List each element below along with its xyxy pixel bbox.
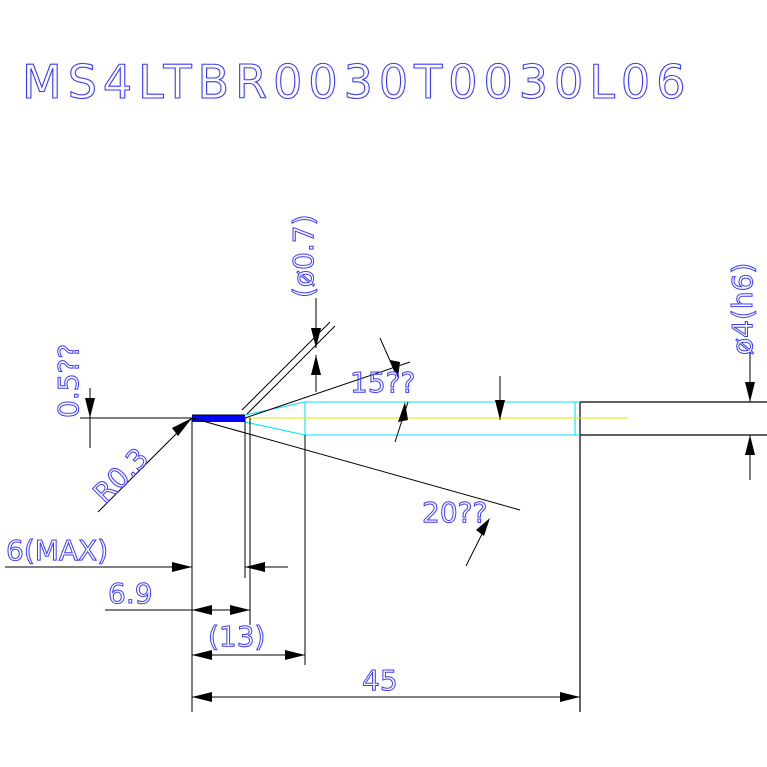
extension-lines	[80, 321, 521, 712]
dimension-radius: R0.3	[86, 417, 193, 513]
max-length-label: 6(MAX)	[6, 534, 108, 567]
drawing-title: MS4LTBR0030T0030L06	[22, 55, 691, 109]
dimension-flute-angle: 15??	[350, 337, 505, 443]
taper-angle-label: 20??	[422, 496, 487, 529]
neck-length-label: 6.9	[108, 577, 153, 610]
effective-length-label: (13)	[208, 620, 265, 653]
dimension-overall-length: 45	[192, 664, 580, 702]
dimension-neck-diameter: (ø0.7)	[287, 214, 321, 392]
dimension-taper-angle: 20??	[422, 496, 490, 567]
tool-taper	[244, 401, 580, 436]
shank-diameter-label: ø4(h6)	[726, 263, 759, 355]
dimension-shank-diameter: ø4(h6)	[726, 262, 760, 480]
cutting-edge	[192, 415, 245, 422]
neck-diameter-label: (ø0.7)	[287, 214, 320, 298]
dimension-effective-length: (13)	[192, 620, 305, 660]
flute-angle-label: 15??	[350, 366, 415, 399]
radius-label: R0.3	[87, 441, 156, 510]
dimension-neck-length: 6.9	[105, 577, 250, 615]
overall-length-label: 45	[362, 664, 398, 697]
tool-shank	[579, 401, 767, 712]
dimension-corner-angle: 0.5??	[52, 343, 95, 448]
dimension-max-length: 6(MAX)	[5, 534, 288, 572]
corner-angle-label: 0.5??	[52, 344, 85, 418]
